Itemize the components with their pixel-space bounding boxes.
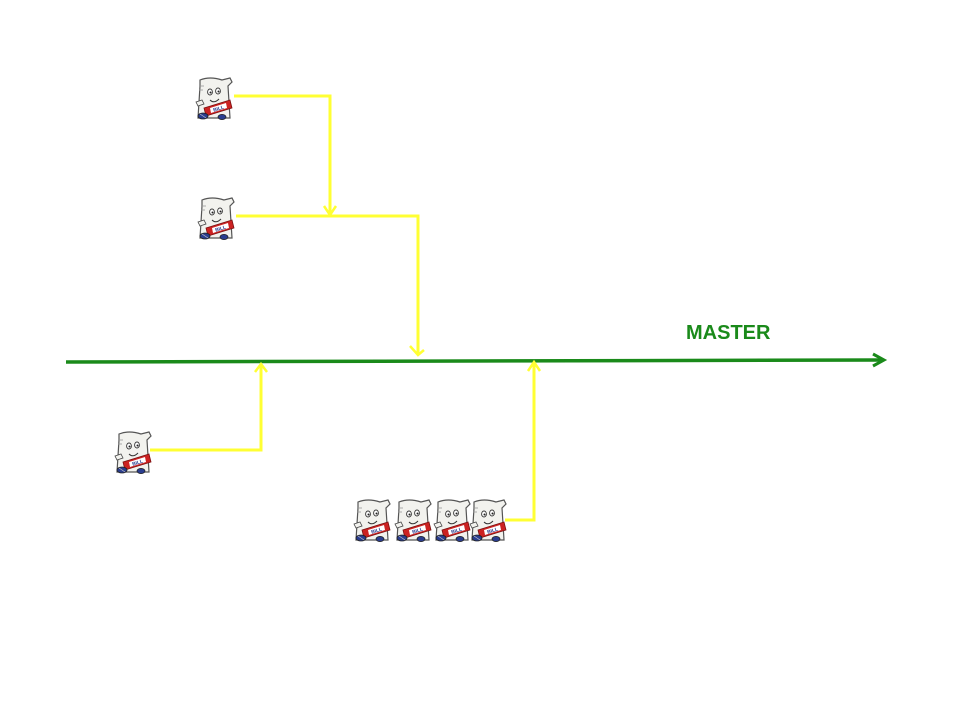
bill-character-icon — [433, 499, 471, 543]
branch-a-connector — [234, 94, 332, 215]
branch-c-connector — [150, 364, 263, 452]
bill-character-icon — [394, 499, 432, 543]
branch-d-arrowhead — [526, 359, 542, 372]
bill-character-icon — [197, 197, 235, 241]
bill-character-icon — [469, 499, 507, 543]
bill-character-icon — [195, 77, 233, 121]
bill-character-icon — [114, 431, 152, 475]
branch-b-arrowhead — [409, 345, 425, 357]
master-line — [65, 358, 883, 364]
bill-character-icon — [353, 499, 391, 543]
master-label: MASTER — [686, 322, 771, 344]
master-arrowhead — [872, 352, 888, 368]
branch-b-connector — [236, 214, 420, 355]
branch-d-connector — [505, 362, 536, 522]
branch-c-arrowhead — [254, 361, 268, 373]
